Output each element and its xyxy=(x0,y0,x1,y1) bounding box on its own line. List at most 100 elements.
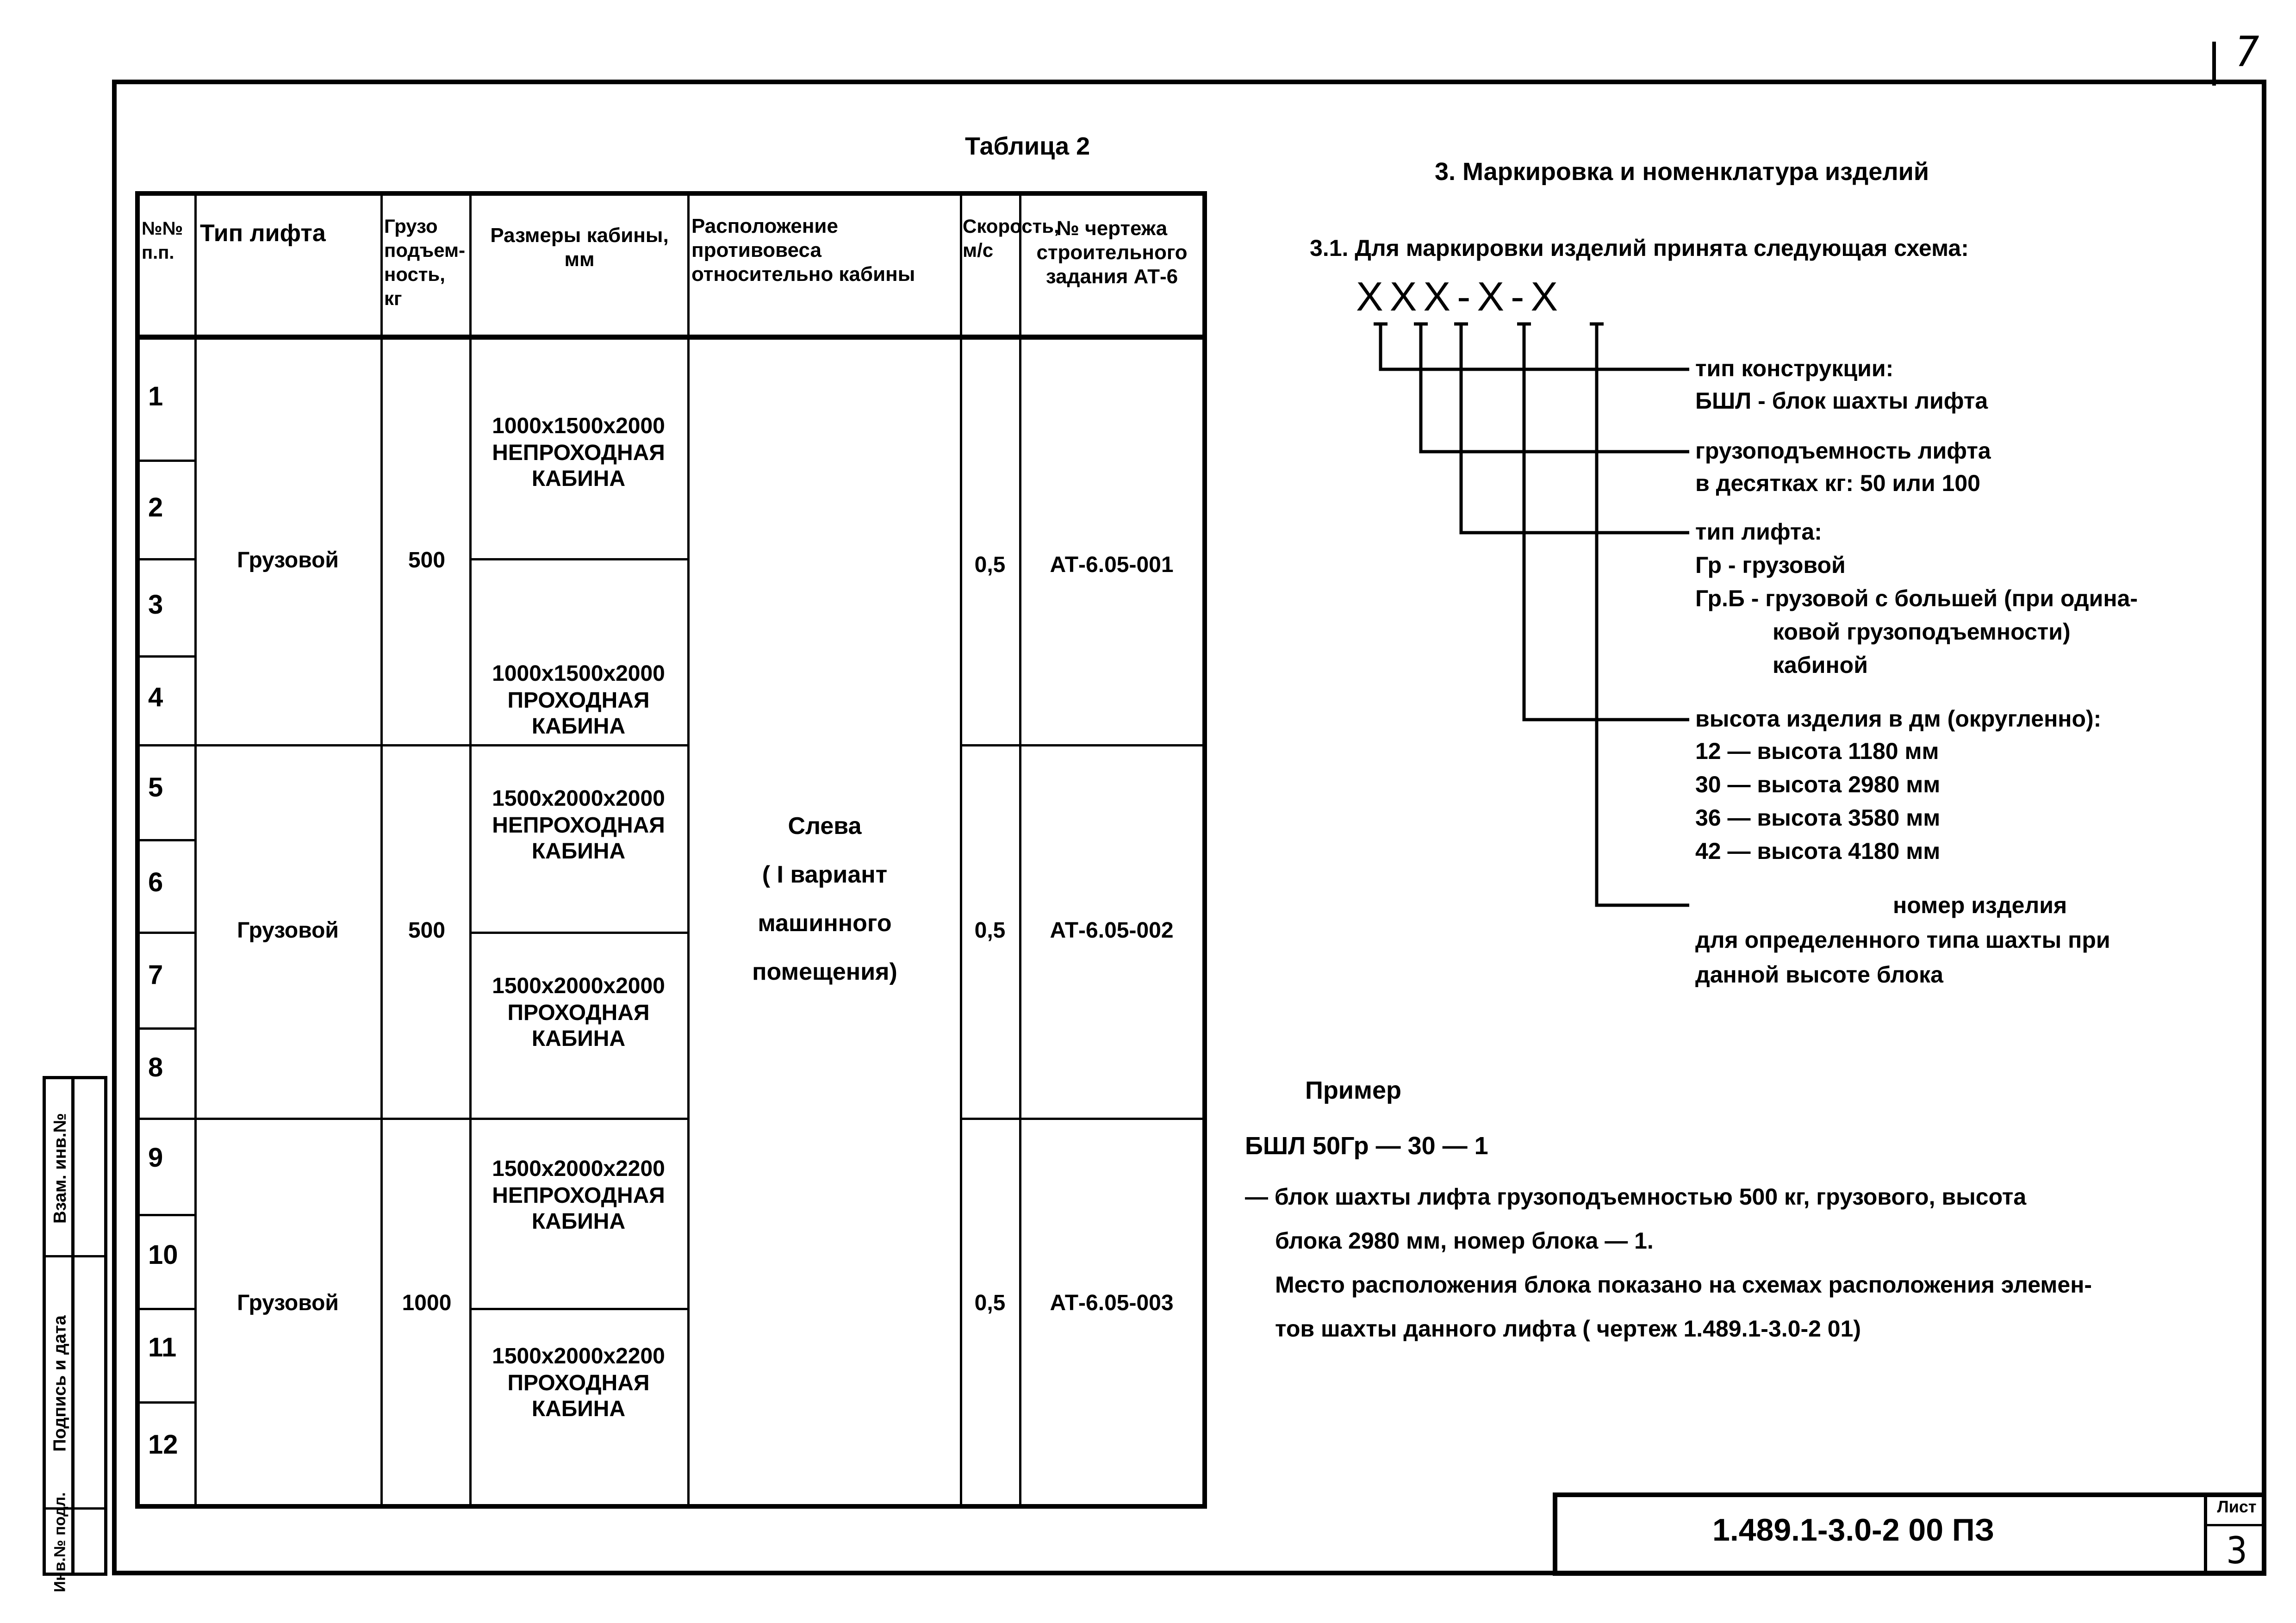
connector-lift-type xyxy=(1459,324,1689,535)
col-divider xyxy=(380,196,383,1504)
margin-stamp: Взам. инв.№ Подпись и дата Инв.№ подл. xyxy=(43,1076,107,1592)
cabin-divider xyxy=(469,932,687,934)
row-number: 10 xyxy=(148,1240,178,1270)
cabin-divider xyxy=(469,1308,687,1310)
example-desc: Место расположения блока показано на схе… xyxy=(1275,1272,2092,1298)
sheet-cell: Лист 3 xyxy=(2204,1492,2266,1576)
row-number: 12 xyxy=(148,1430,178,1460)
row-divider xyxy=(140,655,194,658)
stamp-label-column xyxy=(46,1079,75,1573)
group-divider xyxy=(140,744,687,746)
cell-speed: 0,5 xyxy=(974,1291,1006,1315)
col-divider xyxy=(687,196,690,1504)
cell-speed: 0,5 xyxy=(974,918,1006,943)
cell-type: Грузовой xyxy=(237,918,339,943)
table-2: №№ п.п. Тип лифта Грузо подъем- ность, к… xyxy=(135,191,1207,1509)
row-number: 2 xyxy=(148,492,163,522)
cell-cabin-kind: непроходная кабина xyxy=(492,441,665,491)
page-frame xyxy=(112,80,2266,1575)
connector-construction-type xyxy=(1379,324,1689,371)
row-number: 3 xyxy=(148,590,163,620)
example-desc: блока 2980 мм, номер блока — 1. xyxy=(1275,1228,1654,1254)
header-cabin-size: Размеры кабины, мм xyxy=(490,224,669,271)
group-divider xyxy=(960,1118,1202,1120)
connector-capacity xyxy=(1419,324,1689,454)
counterweight-line: помещения) xyxy=(752,958,897,985)
connector-height xyxy=(1522,324,1689,721)
example-label: Пример xyxy=(1305,1076,1401,1104)
header-divider xyxy=(140,335,1202,340)
stamp-inv-orig-label: Инв.№ подл. xyxy=(51,1492,69,1592)
connector-item-number xyxy=(1595,324,1689,907)
legend-line: ковой грузоподъемности) xyxy=(1773,619,2071,645)
row-divider xyxy=(140,1214,194,1216)
example-desc: тов шахты данного лифта ( чертеж 1.489.1… xyxy=(1275,1316,1861,1342)
table-caption: Таблица 2 xyxy=(965,132,1090,160)
legend-title: грузоподъемность лифта xyxy=(1695,438,1991,464)
row-number: 9 xyxy=(148,1143,163,1173)
cell-capacity: 500 xyxy=(408,548,446,572)
header-counterweight: Расположение противовеса относительно ка… xyxy=(691,215,915,286)
stamp-cell-replace-inv xyxy=(46,1079,104,1257)
row-number: 5 xyxy=(148,772,163,802)
sheet-number: 3 xyxy=(2226,1529,2247,1572)
legend-line: 42 — высота 4180 мм xyxy=(1695,838,1941,864)
cell-drawing: АТ-6.05-003 xyxy=(1050,1291,1174,1315)
header-speed: Скорость, м/с xyxy=(963,215,1059,261)
cell-drawing: АТ-6.05-001 xyxy=(1050,553,1174,577)
cell-counterweight: Слева ( I вариант машинного помещения) xyxy=(691,802,959,996)
legend-line: Гр - грузовой xyxy=(1695,552,1846,578)
section-title: 3. Маркировка и номенклатура изделий xyxy=(1435,158,1929,186)
cell-type: Грузовой xyxy=(237,548,339,572)
corner-tick xyxy=(2212,42,2216,86)
cell-cabin-size: 1000x1500x2000 xyxy=(492,414,665,438)
cell-cabin-kind: непроходная кабина xyxy=(492,813,665,864)
legend-line: БШЛ - блок шахты лифта xyxy=(1695,388,1988,414)
group-divider xyxy=(140,1118,687,1120)
legend-line: в десятках кг: 50 или 100 xyxy=(1695,470,1980,496)
header-drawing: № чертежа строительного задания АТ-6 xyxy=(1036,217,1188,288)
row-number: 11 xyxy=(148,1332,177,1362)
cell-speed: 0,5 xyxy=(974,553,1006,577)
example-desc: — блок шахты лифта грузоподъемностью 500… xyxy=(1245,1184,2027,1210)
scheme-connectors xyxy=(1374,322,1689,907)
cell-cabin-kind: непроходная кабина xyxy=(492,1183,665,1234)
cell-drawing: АТ-6.05-002 xyxy=(1050,918,1174,943)
row-divider xyxy=(140,932,194,934)
row-divider xyxy=(140,1027,194,1030)
cell-cabin-size: 1500x2000x2200 xyxy=(492,1157,665,1181)
cell-cabin-kind: проходная кабина xyxy=(507,688,650,739)
legend-line: 30 — высота 2980 мм xyxy=(1695,771,1941,797)
col-divider xyxy=(1019,196,1021,1504)
cabin-divider xyxy=(469,558,687,560)
header-type: Тип лифта xyxy=(200,220,326,247)
section-subtitle: 3.1. Для маркировки изделий принята след… xyxy=(1310,235,1969,261)
legend-line: 12 — высота 1180 мм xyxy=(1695,738,1939,764)
cell-cabin-size: 1500x2000x2200 xyxy=(492,1344,665,1368)
stamp-replace-inv-label: Взам. инв.№ xyxy=(50,1113,70,1224)
row-divider xyxy=(140,1308,194,1310)
row-divider xyxy=(140,1401,194,1404)
title-block xyxy=(1553,1492,2266,1576)
cell-capacity: 1000 xyxy=(402,1291,452,1315)
header-num: №№ п.п. xyxy=(142,218,183,263)
stamp-sign-date-label: Подпись и дата xyxy=(50,1315,70,1452)
counterweight-line: ( I вариант xyxy=(762,861,888,888)
legend-line: для определенного типа шахты при xyxy=(1695,927,2110,953)
group-divider xyxy=(960,744,1202,746)
document-code: 1.489.1-3.0-2 00 ПЗ xyxy=(1712,1512,1995,1548)
cell-type: Грузовой xyxy=(237,1291,339,1315)
row-number: 6 xyxy=(148,867,163,897)
col-divider xyxy=(960,196,962,1504)
cell-cabin-kind: проходная кабина xyxy=(507,1371,650,1421)
counterweight-line: Слева xyxy=(788,813,862,839)
col-divider xyxy=(469,196,472,1504)
marking-scheme: ХХХ-Х-Х xyxy=(1356,274,1565,319)
page-corner-number: 7 xyxy=(2235,28,2259,76)
legend-line: 36 — высота 3580 мм xyxy=(1695,805,1941,831)
legend-line: данной высоте блока xyxy=(1695,962,1943,988)
row-divider xyxy=(140,558,194,560)
legend-title: тип лифта: xyxy=(1695,519,1822,545)
legend-title: высота изделия в дм (округленно): xyxy=(1695,706,2102,732)
cell-capacity: 500 xyxy=(408,918,446,943)
